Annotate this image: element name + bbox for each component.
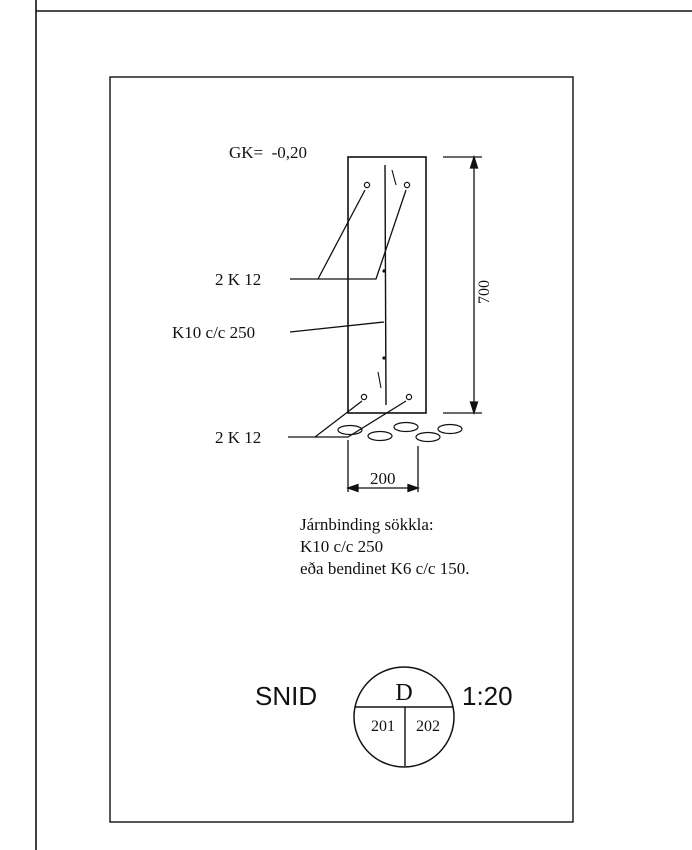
drawing-frame bbox=[109, 76, 574, 823]
dimension-height-label: 700 bbox=[476, 280, 493, 304]
dimension-width bbox=[346, 440, 420, 493]
reinforcement-note: Járnbinding sökkla: K10 c/c 250 eða bend… bbox=[300, 515, 469, 578]
leader-stirrups bbox=[289, 321, 385, 333]
section-bubble bbox=[353, 666, 455, 768]
leader-lines bbox=[288, 189, 407, 438]
section-sheet-right: 202 bbox=[416, 718, 440, 735]
leader-top-bars bbox=[290, 189, 407, 280]
note-line-3: eða bendinet K6 c/c 150. bbox=[300, 559, 469, 578]
stirrup-bar bbox=[384, 164, 387, 406]
outer-border bbox=[35, 0, 692, 850]
stirrup-dot-1 bbox=[382, 269, 386, 273]
section-scale: 1:20 bbox=[462, 681, 513, 711]
bottom-bars-label: 2 K 12 bbox=[215, 428, 261, 447]
ground-level-label: GK= -0,20 bbox=[229, 143, 307, 162]
dimension-width-label: 200 bbox=[370, 469, 396, 488]
rebar-top-right bbox=[403, 181, 411, 189]
leader-bottom-bars bbox=[288, 400, 407, 438]
rebar-bottom-left bbox=[360, 393, 368, 401]
note-line-2: K10 c/c 250 bbox=[300, 537, 383, 556]
section-letter: D bbox=[395, 680, 412, 706]
note-line-1: Járnbinding sökkla: bbox=[300, 515, 434, 534]
dimension-height bbox=[443, 154, 482, 416]
stirrup-hook-bottom bbox=[377, 371, 382, 389]
footing-section bbox=[337, 156, 463, 443]
section-sheet-left: 201 bbox=[371, 718, 395, 735]
stirrups-label: K10 c/c 250 bbox=[172, 323, 255, 342]
stirrup-dot-2 bbox=[382, 356, 386, 360]
footing-outline bbox=[347, 156, 427, 414]
stirrup-hook-top bbox=[391, 169, 397, 186]
section-prefix: SNID bbox=[255, 681, 317, 711]
rebar-bottom-right bbox=[405, 393, 413, 401]
gravel-bed bbox=[337, 421, 463, 443]
rebar-top-left bbox=[363, 181, 371, 189]
top-bars-label: 2 K 12 bbox=[215, 270, 261, 289]
section-marker: SNID D 201 202 1:20 bbox=[255, 666, 513, 768]
